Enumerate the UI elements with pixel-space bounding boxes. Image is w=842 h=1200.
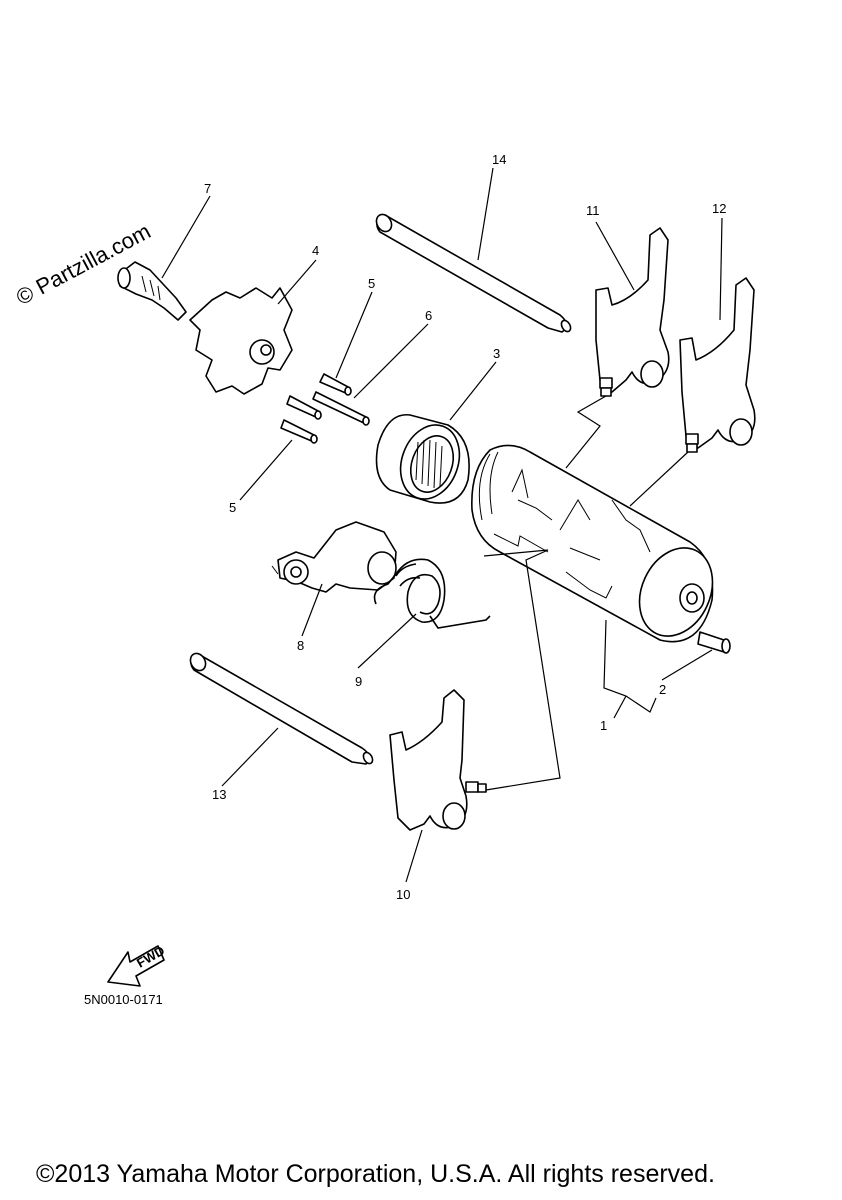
callout-13: 13: [212, 787, 226, 802]
part-5-dowel-pins[interactable]: [280, 373, 352, 444]
part-8-stopper-lever[interactable]: [271, 521, 397, 593]
callout-4: 4: [312, 243, 319, 258]
part-7-stopper-bolt[interactable]: [117, 261, 187, 321]
callout-2: 2: [659, 682, 666, 697]
callout-5-lower: 5: [229, 500, 236, 515]
callout-8: 8: [297, 638, 304, 653]
callout-3: 3: [493, 346, 500, 361]
part-9-torsion-spring[interactable]: [373, 558, 491, 629]
callout-5-upper: 5: [368, 276, 375, 291]
part-14-guide-bar[interactable]: [373, 212, 572, 333]
fwd-arrow-icon: FWD: [107, 943, 167, 987]
callout-labels: 14 7 11 12 4 5 6 3 5 8 9 2 1 13 10: [204, 152, 726, 902]
part-12-shift-fork[interactable]: [679, 277, 756, 453]
callout-14: 14: [492, 152, 506, 167]
callout-10: 10: [396, 887, 410, 902]
callout-7: 7: [204, 181, 211, 196]
callout-9: 9: [355, 674, 362, 689]
part-1-shift-drum[interactable]: [471, 444, 726, 648]
part-10-shift-fork[interactable]: [389, 689, 487, 831]
part-13-guide-bar[interactable]: [187, 651, 374, 765]
callout-1: 1: [600, 718, 607, 733]
callout-6: 6: [425, 308, 432, 323]
part-2-pin[interactable]: [697, 631, 731, 654]
diagram-code: 5N0010-0171: [84, 992, 163, 1007]
callout-12: 12: [712, 201, 726, 216]
part-11-shift-fork[interactable]: [595, 227, 670, 397]
copyright-notice: ©2013 Yamaha Motor Corporation, U.S.A. A…: [36, 1160, 715, 1188]
part-6-pin[interactable]: [312, 391, 370, 426]
part-4-shift-cam[interactable]: [189, 287, 293, 395]
part-3-bearing[interactable]: [375, 414, 470, 508]
callout-11: 11: [586, 203, 600, 218]
leader-lines: [161, 167, 723, 883]
